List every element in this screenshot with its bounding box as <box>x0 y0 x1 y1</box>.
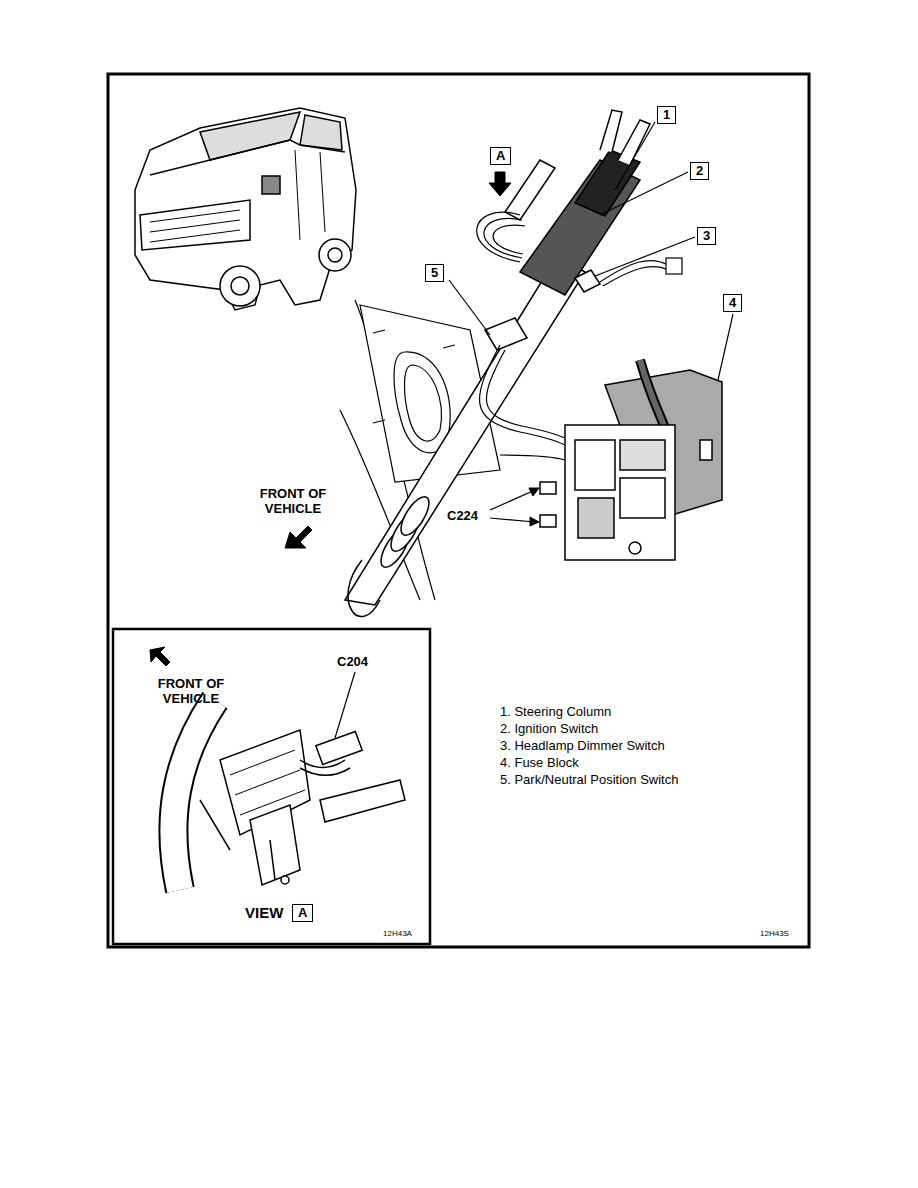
view-a-sketch <box>173 700 405 890</box>
fuse-block-part <box>620 440 665 470</box>
vehicle-sketch-part <box>150 140 345 175</box>
view-a-sketch-part <box>250 805 300 885</box>
vehicle-sketch-part <box>328 248 342 262</box>
fuse-block-part <box>578 498 614 538</box>
view-a-sketch-part <box>300 760 350 776</box>
wiring-part <box>486 350 565 438</box>
view-a-sketch-part <box>200 800 230 850</box>
fuse-block-part <box>640 360 665 428</box>
leader-lines <box>335 122 733 738</box>
fuse-block-part <box>540 482 556 494</box>
view-title: VIEW <box>245 904 283 922</box>
steering-column-part <box>396 493 435 540</box>
vehicle-sketch-part <box>262 176 280 194</box>
connector-label: C204 <box>337 654 368 669</box>
vehicle-sketch-part <box>200 112 300 160</box>
firewall <box>340 300 500 600</box>
callout-number: 2 <box>690 162 709 180</box>
vehicle-sketch-part <box>300 115 342 150</box>
figure-code: 12H43S <box>760 929 789 939</box>
steering-column-part <box>348 560 380 617</box>
direction-label: FRONT OF VEHICLE <box>136 676 246 706</box>
view-callout: A <box>292 904 313 922</box>
view-a-sketch-part <box>281 876 289 884</box>
frames-part <box>113 629 430 944</box>
wiring-part <box>600 260 668 282</box>
pointer-arrows-part <box>489 172 511 196</box>
frames-part <box>108 74 809 947</box>
fuse-block-part <box>540 515 556 527</box>
vehicle-sketch-part <box>231 277 249 295</box>
steering-column-part <box>345 255 585 605</box>
fuse-block-part <box>575 440 615 490</box>
steering-column-part <box>485 318 527 350</box>
view-a-sketch-part <box>316 731 362 764</box>
fuse-block-part <box>605 370 722 520</box>
connector-label: C224 <box>447 508 478 523</box>
leader-lines-part <box>600 172 688 215</box>
fuse-block-part <box>565 425 675 560</box>
view-a-sketch-part <box>230 750 305 815</box>
pointer-arrows-part <box>150 647 170 666</box>
view-callout: A <box>490 147 511 165</box>
leader-lines-part <box>335 672 355 738</box>
fuse-block-part <box>700 440 712 460</box>
fuse-block-part <box>629 542 641 554</box>
leader-lines-part <box>615 122 655 190</box>
wiring-part <box>480 345 565 445</box>
pointer-arrows-part <box>490 490 535 510</box>
pointer-arrows <box>150 172 539 666</box>
part-list-item: 5. Park/Neutral Position Switch <box>500 772 678 788</box>
view-a-sketch-part <box>173 700 215 890</box>
fuse-block <box>540 360 722 560</box>
wiring-part <box>666 258 682 274</box>
callout-number: 5 <box>425 264 444 282</box>
vehicle-sketch-part <box>135 108 356 310</box>
firewall-part <box>394 352 450 453</box>
fuse-block-part <box>620 478 665 518</box>
wiring-part <box>500 455 565 460</box>
frames <box>108 74 809 947</box>
callout-number: 3 <box>697 227 716 245</box>
vehicle-sketch-part <box>319 239 351 271</box>
view-a-sketch-part <box>173 700 215 890</box>
direction-label: FRONT OF VEHICLE <box>238 486 348 516</box>
pointer-arrows-part <box>530 517 539 526</box>
fuse-block-part <box>640 360 665 428</box>
leader-lines-part <box>449 280 490 335</box>
figure-code: 12H43A <box>383 929 412 939</box>
pointer-arrows-part <box>285 526 312 548</box>
leader-lines-part <box>718 314 733 380</box>
view-a-sketch-part <box>320 780 405 822</box>
callout-number: 4 <box>723 294 742 312</box>
pointer-arrows-part <box>529 488 539 496</box>
steering-column-part <box>575 270 600 292</box>
view-a-sketch-part <box>270 840 275 880</box>
part-list-item: 1. Steering Column <box>500 704 611 720</box>
vehicle-sketch <box>135 108 356 310</box>
vehicle-sketch-part <box>220 266 260 306</box>
steering-column-part <box>600 110 622 152</box>
part-list-item: 4. Fuse Block <box>500 755 579 771</box>
vehicle-sketch-part <box>295 150 325 240</box>
part-list-item: 2. Ignition Switch <box>500 721 598 737</box>
steering-column-part <box>505 160 555 220</box>
vehicle-sketch-part <box>150 210 240 242</box>
wiring-part <box>493 225 525 254</box>
part-list-item: 3. Headlamp Dimmer Switch <box>500 738 665 754</box>
callout-number: 1 <box>657 106 676 124</box>
firewall-part <box>404 365 441 441</box>
pointer-arrows-part <box>490 518 535 522</box>
leader-lines-part <box>595 237 695 276</box>
vehicle-sketch-part <box>140 200 250 250</box>
